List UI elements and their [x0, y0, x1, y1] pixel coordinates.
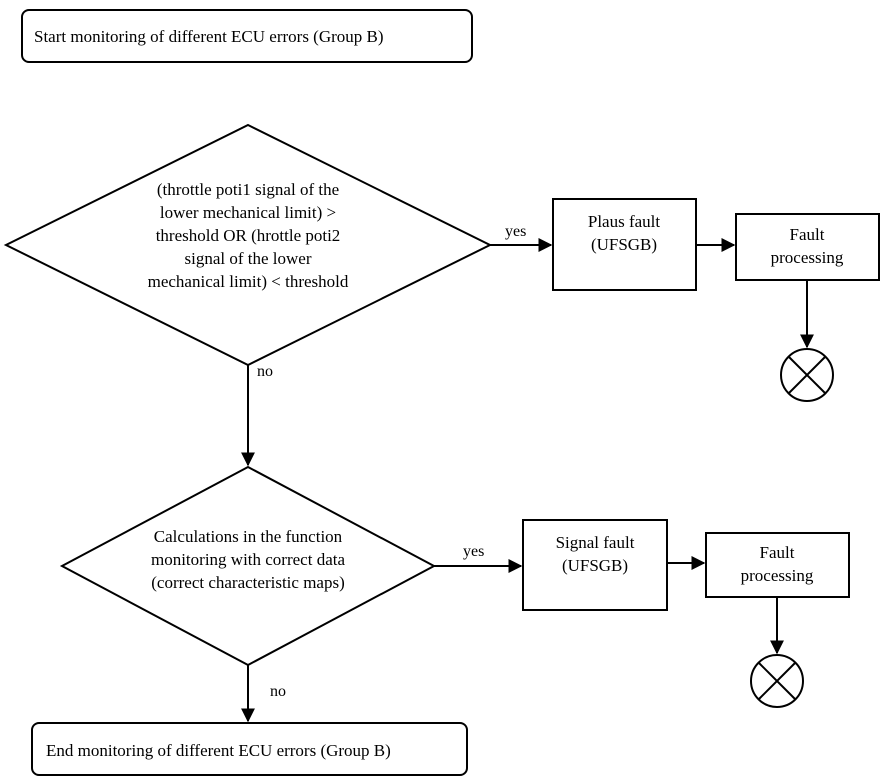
start-node: Start monitoring of different ECU errors… — [21, 9, 473, 63]
plaus-fault-node: Plaus fault (UFSGB) — [552, 198, 697, 291]
decision-throttle-line-1: (throttle poti1 signal of the — [157, 180, 339, 199]
fault-processing-1-line-1: Fault — [790, 225, 825, 244]
signal-fault-line-2: (UFSGB) — [562, 556, 628, 575]
decision-function-line-1: Calculations in the function — [154, 527, 343, 546]
edge-label-d1-no: no — [257, 363, 273, 380]
fault-processing-node-2: Fault processing — [705, 532, 850, 598]
fault-processing-2-line-1: Fault — [760, 543, 795, 562]
decision-function-line-2: monitoring with correct data — [151, 550, 345, 569]
circled-x-icon — [750, 654, 804, 708]
fault-processing-2-line-2: processing — [741, 566, 814, 585]
edge-label-d2-no: no — [270, 683, 286, 700]
circled-x-icon — [780, 348, 834, 402]
decision-throttle-line-4: signal of the lower — [185, 249, 312, 268]
edge-label-d1-yes: yes — [505, 223, 526, 240]
signal-fault-line-1: Signal fault — [556, 533, 635, 552]
decision-throttle-poti: (throttle poti1 signal of the lower mech… — [3, 123, 493, 367]
plaus-fault-line-1: Plaus fault — [588, 212, 661, 231]
end-node: End monitoring of different ECU errors (… — [31, 722, 468, 776]
start-node-label: Start monitoring of different ECU errors… — [34, 27, 384, 46]
end-node-label: End monitoring of different ECU errors (… — [46, 741, 391, 760]
signal-fault-node: Signal fault (UFSGB) — [522, 519, 668, 611]
decision-throttle-line-2: lower mechanical limit) > — [160, 203, 336, 222]
decision-function-monitoring: Calculations in the function monitoring … — [59, 465, 437, 667]
decision-throttle-line-5: mechanical limit) < threshold — [148, 272, 349, 291]
decision-throttle-line-3: threshold OR (hrottle poti2 — [156, 226, 341, 245]
fault-processing-node-1: Fault processing — [735, 213, 880, 281]
plaus-fault-line-2: (UFSGB) — [591, 235, 657, 254]
decision-function-line-3: (correct characteristic maps) — [151, 573, 345, 592]
fault-processing-1-line-2: processing — [771, 248, 844, 267]
edge-label-d2-yes: yes — [463, 543, 484, 560]
